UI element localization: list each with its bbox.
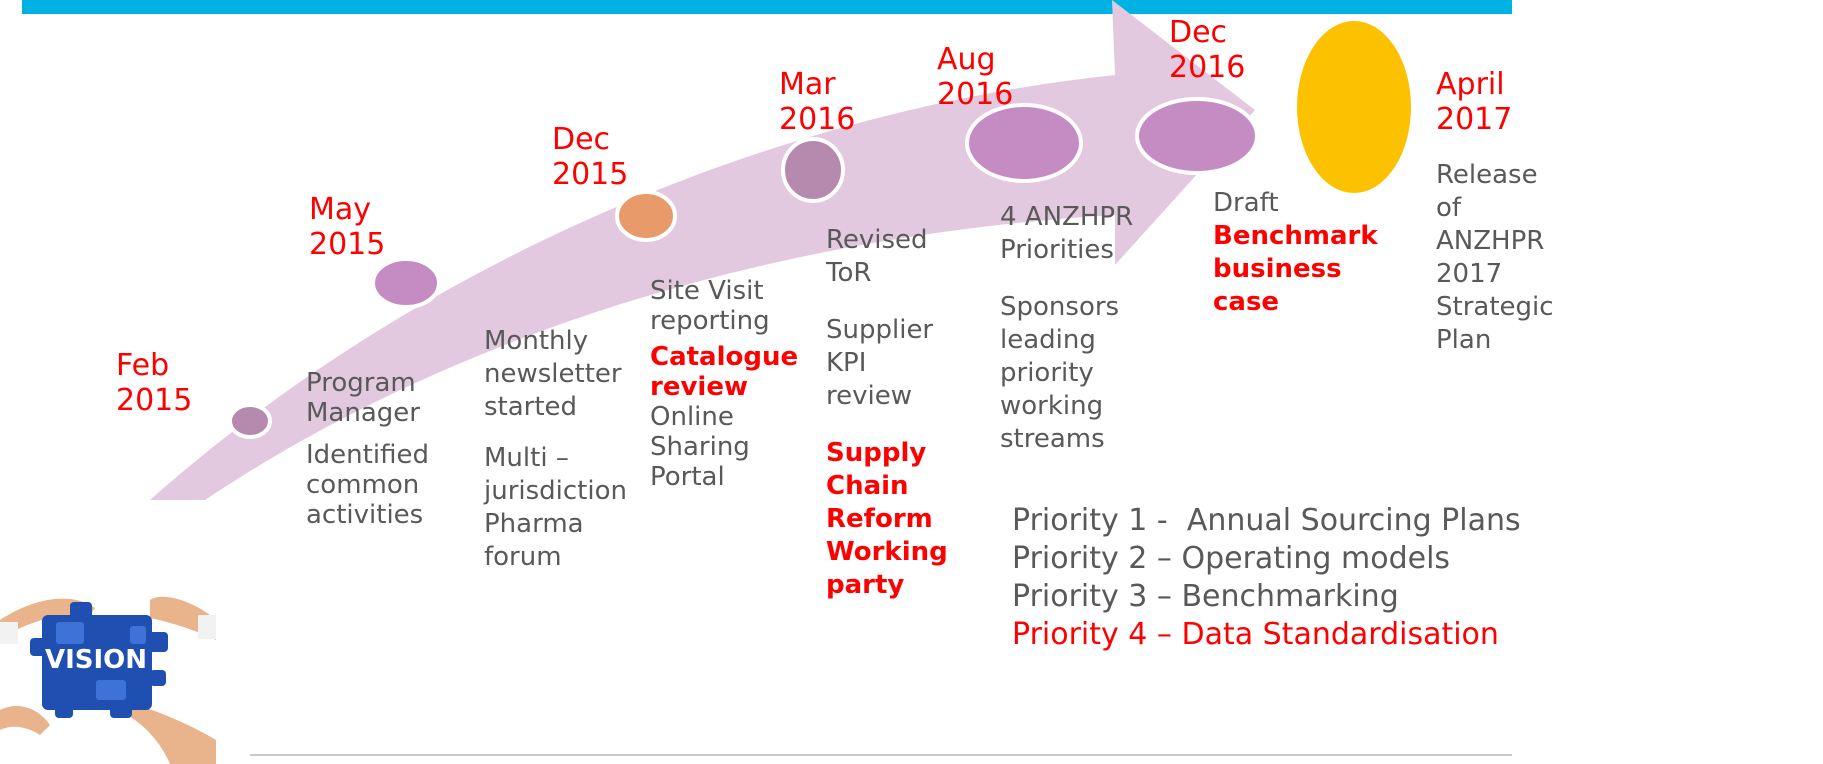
priorities-list: Priority 1 - Annual Sourcing Plans Prior… [1012, 502, 1521, 654]
dec-2015-notes: Monthly newsletter started Multi – juris… [484, 326, 627, 572]
date-may-2015: May 2015 [309, 192, 386, 262]
vision-logo-word: VISION [45, 645, 147, 675]
dec-2016-notes: 4 ANZHPR Priorities Sponsors leading pri… [1000, 202, 1134, 454]
mar-2016-notes: Site Visit reporting Catalogue review On… [650, 276, 799, 492]
date-feb-2015: Feb 2015 [116, 348, 193, 418]
milestone-aug-2016-dot [965, 103, 1083, 183]
date-dec-2015: Dec 2015 [552, 122, 629, 192]
milestone-dec-2015-dot [615, 190, 677, 242]
date-dec-2016: Dec 2016 [1169, 15, 1246, 85]
milestone-may-2015-dot [371, 257, 441, 309]
milestone-dec-2016-dot [1135, 97, 1259, 175]
bottom-divider-line [250, 754, 1512, 756]
priority-2: Priority 2 – Operating models [1012, 541, 1451, 576]
milestone-apr-2017-dot [1297, 21, 1411, 193]
vision-logo-icon: VISION [0, 596, 216, 764]
milestone-mar-2016-dot [781, 137, 845, 203]
date-mar-2016: Mar 2016 [779, 67, 856, 137]
priority-3: Priority 3 – Benchmarking [1012, 579, 1399, 614]
release-notes: Release of ANZHPR 2017 Strategic Plan [1436, 160, 1554, 355]
milestone-feb-2015-dot [228, 403, 272, 439]
date-aug-2016: Aug 2016 [937, 42, 1014, 112]
date-apr-2017: April 2017 [1436, 67, 1513, 137]
top-accent-bar [22, 0, 1512, 14]
priority-4: Priority 4 – Data Standardisation [1012, 617, 1499, 652]
may-2015-notes: Program Manager Identified common activi… [306, 368, 429, 530]
aug-2016-notes: Revised ToR Supplier KPI review Supply C… [826, 225, 948, 600]
priority-1: Priority 1 - Annual Sourcing Plans [1012, 503, 1521, 538]
apr-2017-notes: Draft Benchmark business case [1213, 188, 1378, 317]
